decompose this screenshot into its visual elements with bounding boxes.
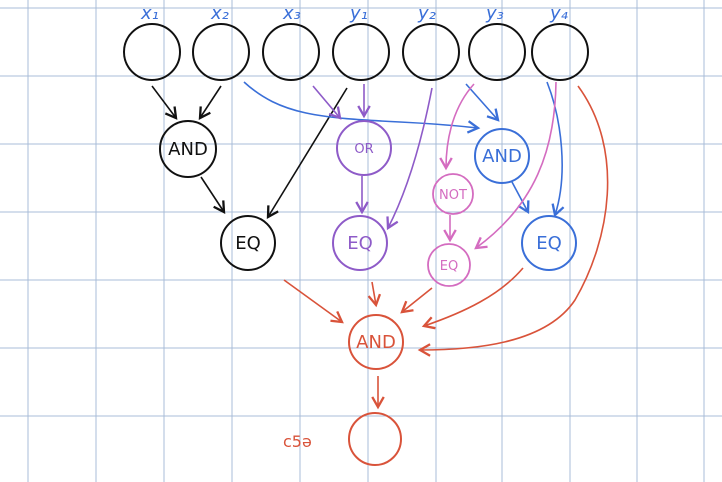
label-y4: y₄ [549, 3, 569, 24]
edge-and-eq-blue [511, 181, 530, 215]
gate-or-purple-group: OR [336, 120, 392, 176]
gate-not-pink-group: NOT [432, 173, 474, 215]
gate-eq-blue [521, 215, 577, 271]
gate-eq-purple-group: EQ [332, 215, 388, 271]
gate-or-purple-label: OR [354, 142, 373, 157]
gate-eq-pink-group: EQ [427, 243, 471, 287]
gate-and-red-group: AND [348, 314, 404, 370]
edge-eq-pink-and-red [400, 287, 433, 314]
gate-eq-black-label: EQ [235, 233, 261, 254]
output-node-group: c5ə [283, 412, 402, 466]
gate-not-pink [432, 173, 474, 215]
gate-and-red [348, 314, 404, 370]
gate-and-blue [474, 128, 530, 184]
gate-and-black-label: AND [168, 139, 208, 160]
gate-and-blue-group: AND [474, 128, 530, 184]
input-node-x1 [123, 23, 181, 81]
gate-eq-black [220, 215, 276, 271]
edge-x3-or [312, 85, 342, 120]
input-node-x3 [262, 23, 320, 81]
gate-eq-black-group: EQ [220, 215, 276, 271]
gate-not-pink-label: NOT [439, 188, 467, 203]
edge-eq-blue-and-red [421, 267, 524, 330]
input-node-y3 [468, 23, 526, 81]
output-node [348, 412, 402, 466]
edge-x2-and-blue [243, 81, 481, 134]
output-label: c5ə [283, 432, 312, 451]
label-y1: y₁ [349, 3, 368, 24]
edge-y3-and-blue [465, 83, 500, 122]
gate-eq-pink-label: EQ [440, 259, 458, 274]
gate-eq-purple-label: EQ [347, 233, 373, 254]
gate-eq-blue-label: EQ [536, 233, 562, 254]
input-node-y4 [531, 23, 589, 81]
edge-x2-and [198, 85, 222, 120]
edge-y4-eq-blue [546, 81, 565, 218]
gate-or-purple [336, 120, 392, 176]
gate-eq-purple [332, 215, 388, 271]
label-x1: x₁ [140, 3, 159, 24]
input-node-y2 [402, 23, 460, 81]
edge-y2-eq [386, 87, 433, 231]
edge-eq-black-and-red [283, 279, 344, 324]
edge-y1-eq [266, 87, 348, 219]
edge-y3-not [439, 83, 475, 171]
label-y2: y₂ [417, 3, 436, 24]
input-nodes [123, 23, 589, 81]
label-y3: y₃ [485, 3, 504, 24]
gate-and-blue-label: AND [482, 146, 522, 167]
gate-eq-pink [427, 243, 471, 287]
gate-and-red-label: AND [356, 332, 396, 353]
gate-and-black [159, 120, 217, 178]
input-node-y1 [332, 23, 390, 81]
edge-y4-and-red [417, 85, 609, 357]
input-node-x2 [192, 23, 250, 81]
label-x3: x₃ [282, 3, 301, 24]
label-x2: x₂ [210, 3, 229, 24]
gate-and-black-group: AND [159, 120, 217, 178]
edge-y4-eq-pink [474, 81, 557, 250]
edge-eq-purple-and-red [367, 281, 382, 308]
edge-x1-and [151, 85, 178, 120]
edge-and-eq [200, 176, 226, 214]
gate-eq-blue-group: EQ [521, 215, 577, 271]
